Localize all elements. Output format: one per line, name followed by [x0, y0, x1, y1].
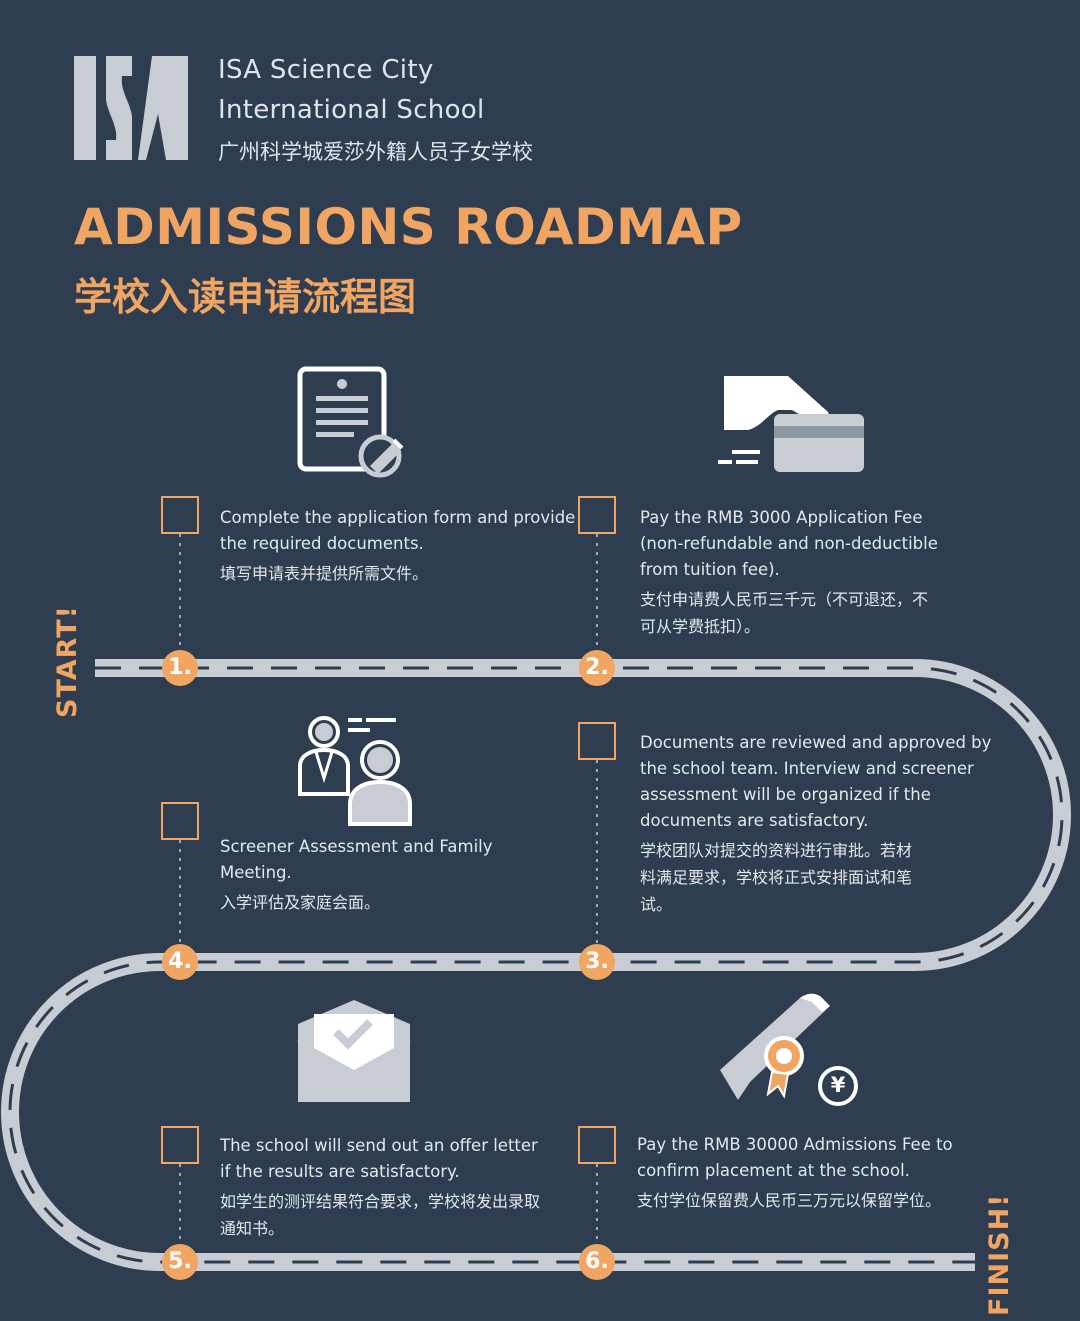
school-name-line2: International School	[218, 95, 485, 125]
step-5-checkbox[interactable]	[161, 1126, 199, 1164]
step-3-text: Documents are reviewed and approved by t…	[640, 730, 1000, 918]
step-2-number: 2.	[579, 650, 615, 686]
step-6-text: Pay the RMB 30000 Admissions Fee to conf…	[637, 1132, 982, 1214]
step-3-en: Documents are reviewed and approved by t…	[640, 733, 992, 830]
step-2-en: Pay the RMB 3000 Application Fee (non-re…	[640, 508, 938, 579]
school-name-line1: ISA Science City	[218, 55, 434, 85]
step-3-number: 3.	[579, 944, 615, 980]
step-4-checkbox[interactable]	[161, 802, 199, 840]
step-2-text: Pay the RMB 3000 Application Fee (non-re…	[640, 505, 970, 640]
step-6-checkbox[interactable]	[578, 1126, 616, 1164]
hand-card-payment-icon	[718, 376, 864, 472]
finish-label: FINISH!	[984, 1193, 1015, 1317]
page-title: ADMISSIONS ROADMAP	[74, 198, 743, 256]
step-1-text: Complete the application form and provid…	[220, 505, 590, 587]
step-4-number: 4.	[162, 944, 198, 980]
start-label: START!	[52, 605, 83, 718]
step-2-checkbox[interactable]	[578, 496, 616, 534]
yuan-icon: ¥	[830, 1073, 846, 1097]
step-5-en: The school will send out an offer letter…	[220, 1136, 538, 1181]
school-name-cn: 广州科学城爱莎外籍人员子女学校	[218, 140, 533, 164]
step-4-text: Screener Assessment and Family Meeting. …	[220, 834, 520, 916]
step-5-text: The school will send out an offer letter…	[220, 1133, 550, 1242]
diploma-yuan-icon	[720, 993, 858, 1106]
offer-letter-envelope-icon	[297, 1000, 411, 1102]
step-3-cn: 学校团队对提交的资料进行审批。若材料满足要求，学校将正式安排面试和笔试。	[640, 841, 913, 914]
page-title-cn: 学校入读申请流程图	[74, 275, 417, 319]
step-3-checkbox[interactable]	[578, 722, 616, 760]
step-1-checkbox[interactable]	[161, 496, 199, 534]
step-1-number: 1.	[162, 650, 198, 686]
isa-logo	[74, 56, 188, 160]
step-1-en: Complete the application form and provid…	[220, 508, 576, 553]
step-6-cn: 支付学位保留费人民币三万元以保留学位。	[637, 1191, 942, 1210]
step-5-number: 5.	[162, 1244, 198, 1280]
application-form-icon	[297, 366, 404, 478]
family-meeting-icon	[298, 716, 412, 826]
step-2-cn: 支付申请费人民币三千元（不可退还，不可从学费抵扣）。	[640, 590, 929, 636]
step-5-cn: 如学生的测评结果符合要求，学校将发出录取通知书。	[220, 1192, 541, 1238]
school-name: ISA Science City International School	[218, 50, 485, 130]
step-1-cn: 填写申请表并提供所需文件。	[220, 564, 429, 583]
step-6-en: Pay the RMB 30000 Admissions Fee to conf…	[637, 1135, 953, 1180]
step-6-number: 6.	[579, 1244, 615, 1280]
step-4-en: Screener Assessment and Family Meeting.	[220, 837, 493, 882]
step-4-cn: 入学评估及家庭会面。	[220, 893, 381, 912]
